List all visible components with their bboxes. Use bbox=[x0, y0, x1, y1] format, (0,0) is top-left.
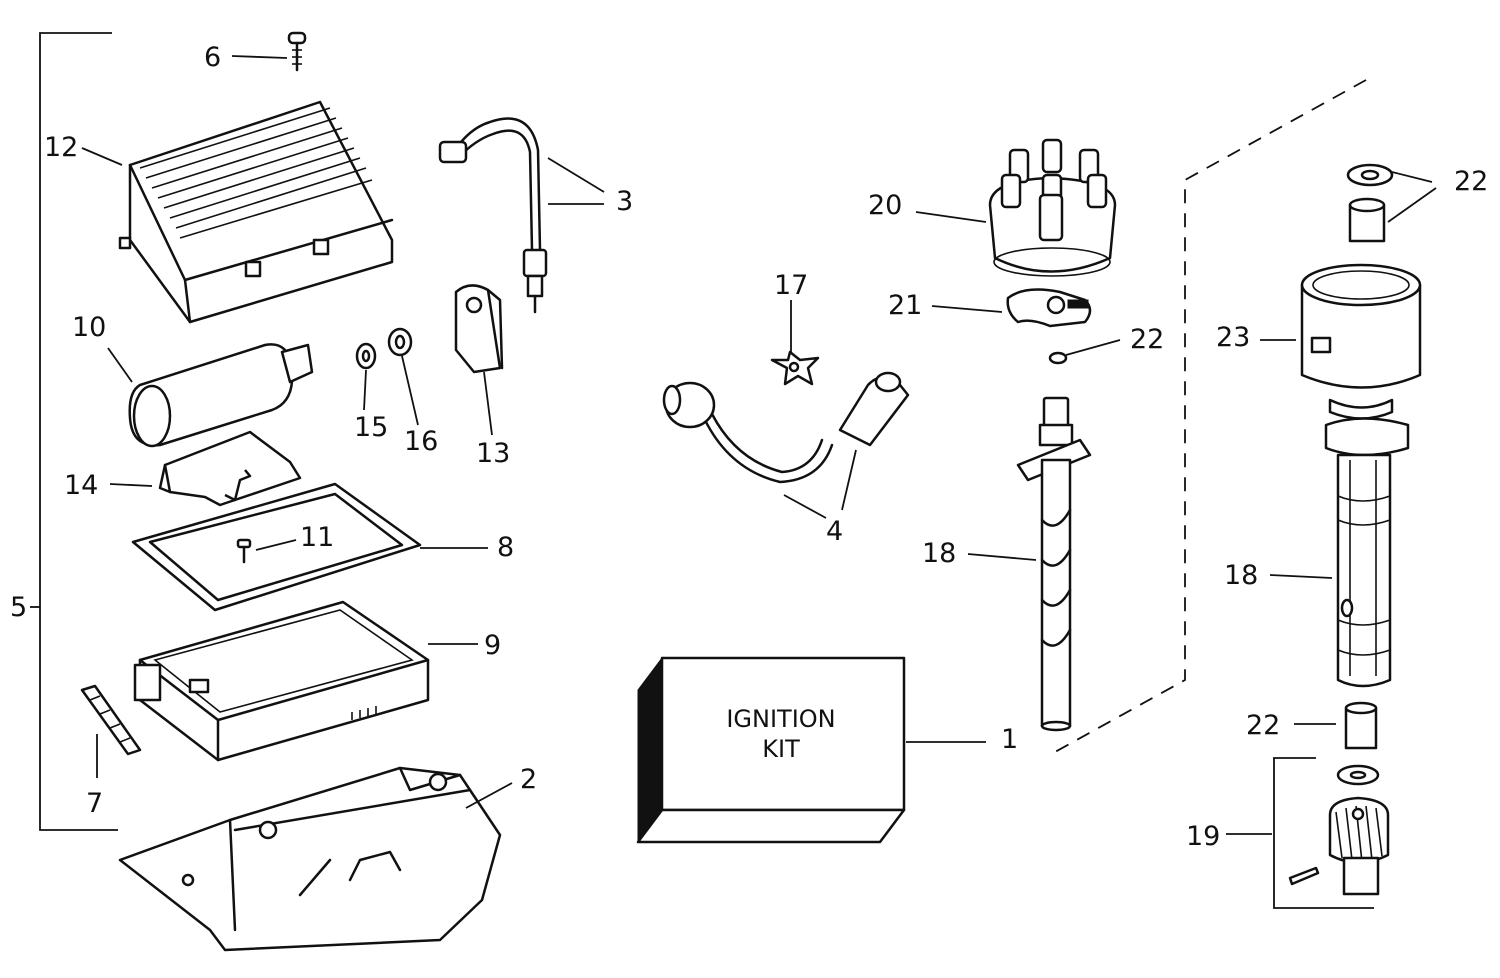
part-19-gear bbox=[1328, 796, 1390, 896]
callout-2: 2 bbox=[520, 764, 537, 795]
callout-20: 20 bbox=[868, 190, 902, 221]
callout-22-top: 22 bbox=[1454, 166, 1488, 197]
part-12-cover bbox=[118, 100, 394, 324]
kit-box-label-line2: KIT bbox=[762, 735, 800, 763]
part-8-gasket bbox=[131, 482, 422, 612]
callout-6: 6 bbox=[204, 42, 221, 73]
part-1-ignition-kit-box: IGNITION KIT bbox=[636, 656, 906, 844]
callout-8: 8 bbox=[497, 532, 514, 563]
callout-numbers: 1 2 3 4 5 6 7 8 9 10 11 12 13 14 15 16 1… bbox=[10, 42, 1488, 852]
callout-12: 12 bbox=[44, 132, 78, 163]
callout-9: 9 bbox=[484, 630, 501, 661]
callout-16: 16 bbox=[404, 426, 438, 457]
callout-17: 17 bbox=[774, 270, 808, 301]
callout-1: 1 bbox=[1001, 724, 1018, 755]
part-2-mounting-plate bbox=[118, 766, 502, 952]
callout-13: 13 bbox=[476, 438, 510, 469]
part-13-bracket-tab bbox=[454, 284, 504, 374]
callout-7: 7 bbox=[86, 788, 103, 819]
callout-11: 11 bbox=[300, 522, 334, 553]
callout-5: 5 bbox=[10, 592, 27, 623]
callout-22-bottom: 22 bbox=[1246, 710, 1280, 741]
part-19-washer bbox=[1336, 764, 1380, 786]
part-6-screw bbox=[287, 31, 307, 72]
callout-19: 19 bbox=[1186, 821, 1220, 852]
part-22-bushing-bottom bbox=[1344, 701, 1378, 750]
part-10-coil bbox=[128, 343, 314, 448]
part-4-spark-wire bbox=[662, 371, 910, 484]
callout-18-left: 18 bbox=[922, 538, 956, 569]
part-18-shaft-housing bbox=[1336, 453, 1392, 688]
part-19-bracket bbox=[1273, 757, 1374, 909]
part-17-star-clip bbox=[770, 350, 820, 386]
part-20-distributor-cap bbox=[988, 138, 1117, 277]
part-21-rotor bbox=[1006, 288, 1092, 328]
group-5-bracket bbox=[30, 32, 118, 831]
kit-dashed-boundary bbox=[1054, 79, 1367, 753]
callout-23: 23 bbox=[1216, 322, 1250, 353]
part-19-pin bbox=[1288, 866, 1320, 886]
part-15-washer bbox=[355, 342, 377, 370]
callout-10: 10 bbox=[72, 312, 106, 343]
leader-lines bbox=[81, 55, 1437, 835]
callout-3: 3 bbox=[616, 186, 633, 217]
part-22-washer-top bbox=[1346, 163, 1394, 187]
part-16-nut bbox=[387, 327, 413, 357]
part-18-drive-shaft bbox=[1016, 396, 1092, 732]
callout-21: 21 bbox=[888, 290, 922, 321]
part-22-clip-small bbox=[1048, 351, 1068, 365]
callout-15: 15 bbox=[354, 412, 388, 443]
part-9-module bbox=[133, 600, 430, 762]
part-22-bushing-top bbox=[1348, 197, 1386, 243]
part-7-terminal-strip bbox=[80, 684, 142, 756]
callout-4: 4 bbox=[826, 516, 843, 547]
callout-18-right: 18 bbox=[1224, 560, 1258, 591]
callout-14: 14 bbox=[64, 470, 98, 501]
part-23-housing bbox=[1300, 263, 1422, 457]
kit-box-label-line1: IGNITION bbox=[726, 705, 835, 733]
part-11-screw bbox=[236, 538, 252, 564]
callout-22-rotor: 22 bbox=[1130, 324, 1164, 355]
part-14-coil-bracket bbox=[158, 430, 302, 507]
part-3-lead-wire bbox=[438, 117, 548, 314]
